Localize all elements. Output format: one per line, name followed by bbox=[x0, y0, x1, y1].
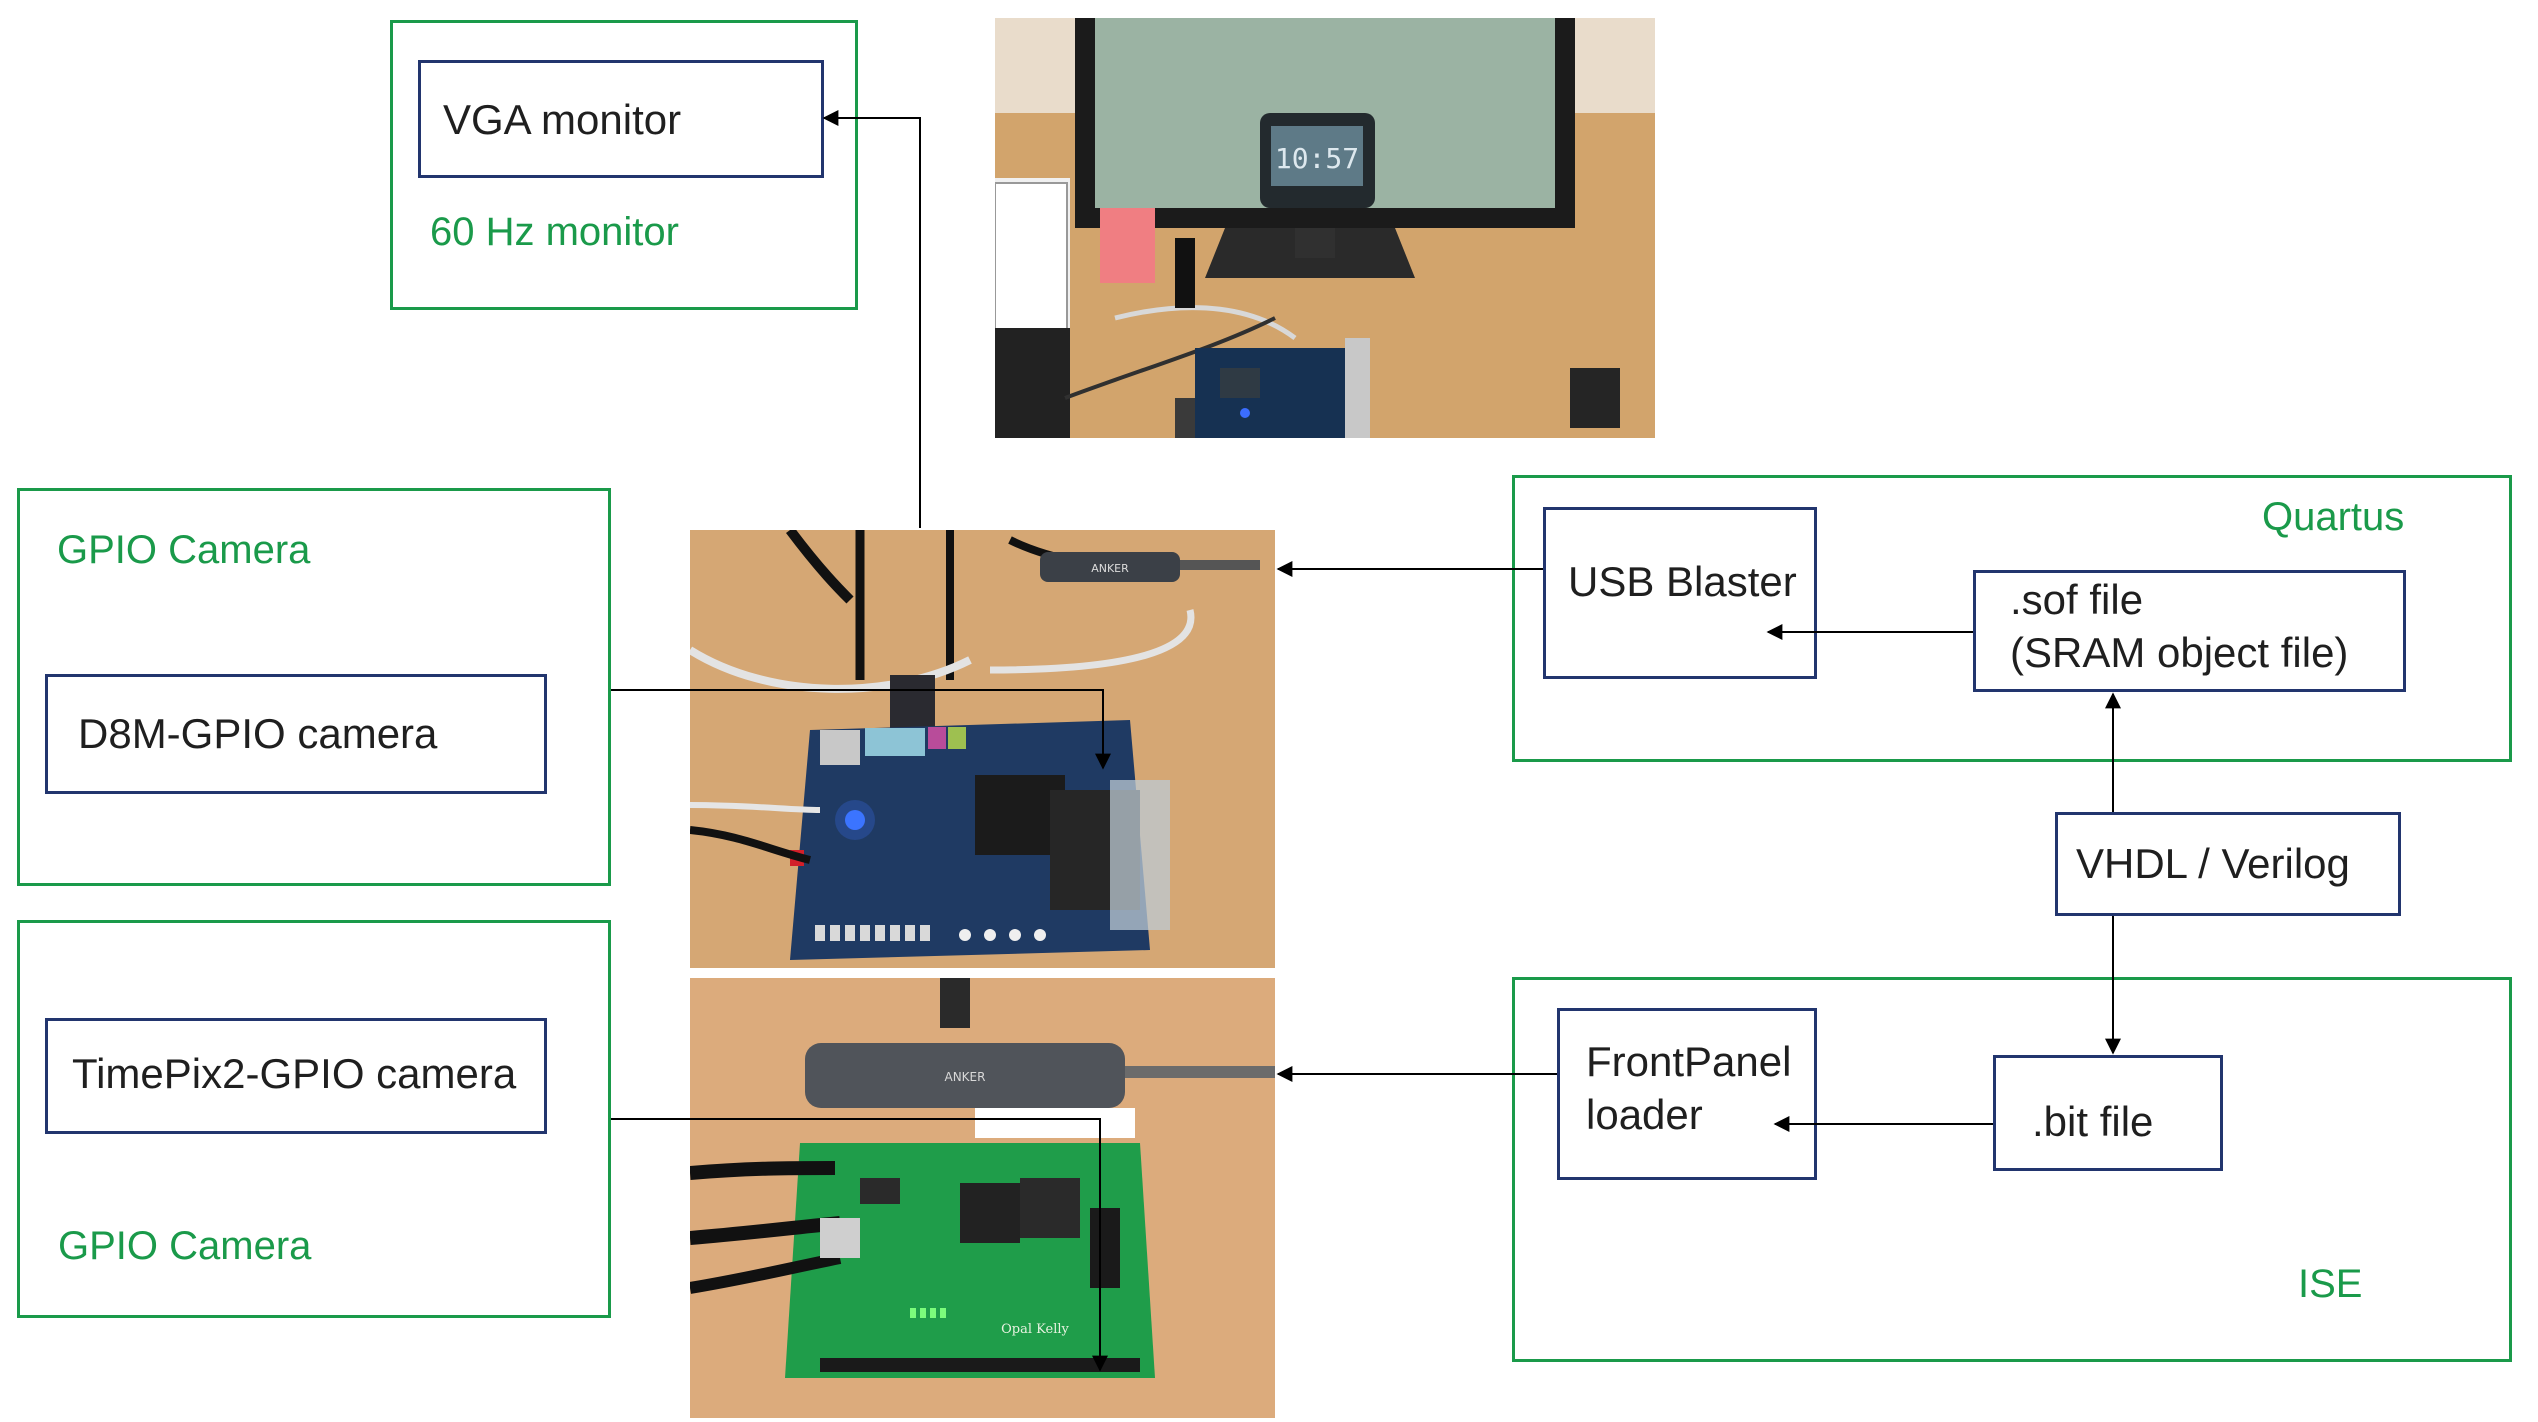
vga-group bbox=[390, 20, 858, 310]
hub-brand-top: ANKER bbox=[1091, 562, 1129, 575]
opal-kelly-board-photo: ANKER Opal Kelly bbox=[690, 978, 1275, 1418]
vga-monitor-box bbox=[418, 60, 824, 178]
usb-blaster-box bbox=[1543, 507, 1817, 679]
usb-blaster-label: USB Blaster bbox=[1568, 558, 1797, 605]
vga-monitor-label: VGA monitor bbox=[443, 96, 682, 143]
monitor-clock-text: 10:57 bbox=[1275, 142, 1359, 175]
bit-file-label: .bit file bbox=[2032, 1098, 2154, 1145]
hdl-box bbox=[2055, 812, 2401, 916]
arrow-board-to-vga bbox=[822, 110, 921, 528]
frontpanel-loader-line2: loader bbox=[1586, 1091, 1703, 1138]
sof-file-line1: .sof file bbox=[2010, 576, 2144, 623]
hdl-label: VHDL / Verilog bbox=[2076, 840, 2350, 887]
ise-group bbox=[1512, 977, 2512, 1362]
frontpanel-loader-line1: FrontPanel bbox=[1586, 1038, 1792, 1085]
gpio-camera-top-group bbox=[17, 488, 611, 886]
ise-caption: ISE bbox=[2298, 1262, 2363, 1306]
timepix2-camera-label: TimePix2-GPIO camera bbox=[72, 1050, 517, 1097]
arrow-d8m-to-board bbox=[611, 689, 1111, 770]
timepix2-camera-box bbox=[45, 1018, 547, 1134]
frontpanel-loader-box bbox=[1557, 1008, 1817, 1180]
board-brand: Opal Kelly bbox=[1001, 1322, 1069, 1337]
d8m-camera-box bbox=[45, 674, 547, 794]
monitor-desk-photo: 10:57 bbox=[995, 18, 1655, 438]
sof-file-box bbox=[1973, 570, 2406, 692]
quartus-caption: Quartus bbox=[2262, 495, 2405, 539]
de-board-photo: ANKER bbox=[690, 530, 1275, 968]
gpio-camera-bottom-group bbox=[17, 920, 611, 1318]
sof-file-line2: (SRAM object file) bbox=[2010, 629, 2349, 676]
quartus-group bbox=[1512, 475, 2512, 762]
gpio-camera-top-caption: GPIO Camera bbox=[57, 528, 311, 572]
hub-brand-bottom: ANKER bbox=[945, 1070, 986, 1084]
vga-caption: 60 Hz monitor bbox=[430, 210, 679, 254]
bit-file-box bbox=[1993, 1055, 2223, 1171]
arrow-timepix-to-board bbox=[611, 1118, 1108, 1372]
d8m-camera-label: D8M-GPIO camera bbox=[78, 710, 438, 757]
gpio-camera-bottom-caption: GPIO Camera bbox=[58, 1224, 312, 1268]
